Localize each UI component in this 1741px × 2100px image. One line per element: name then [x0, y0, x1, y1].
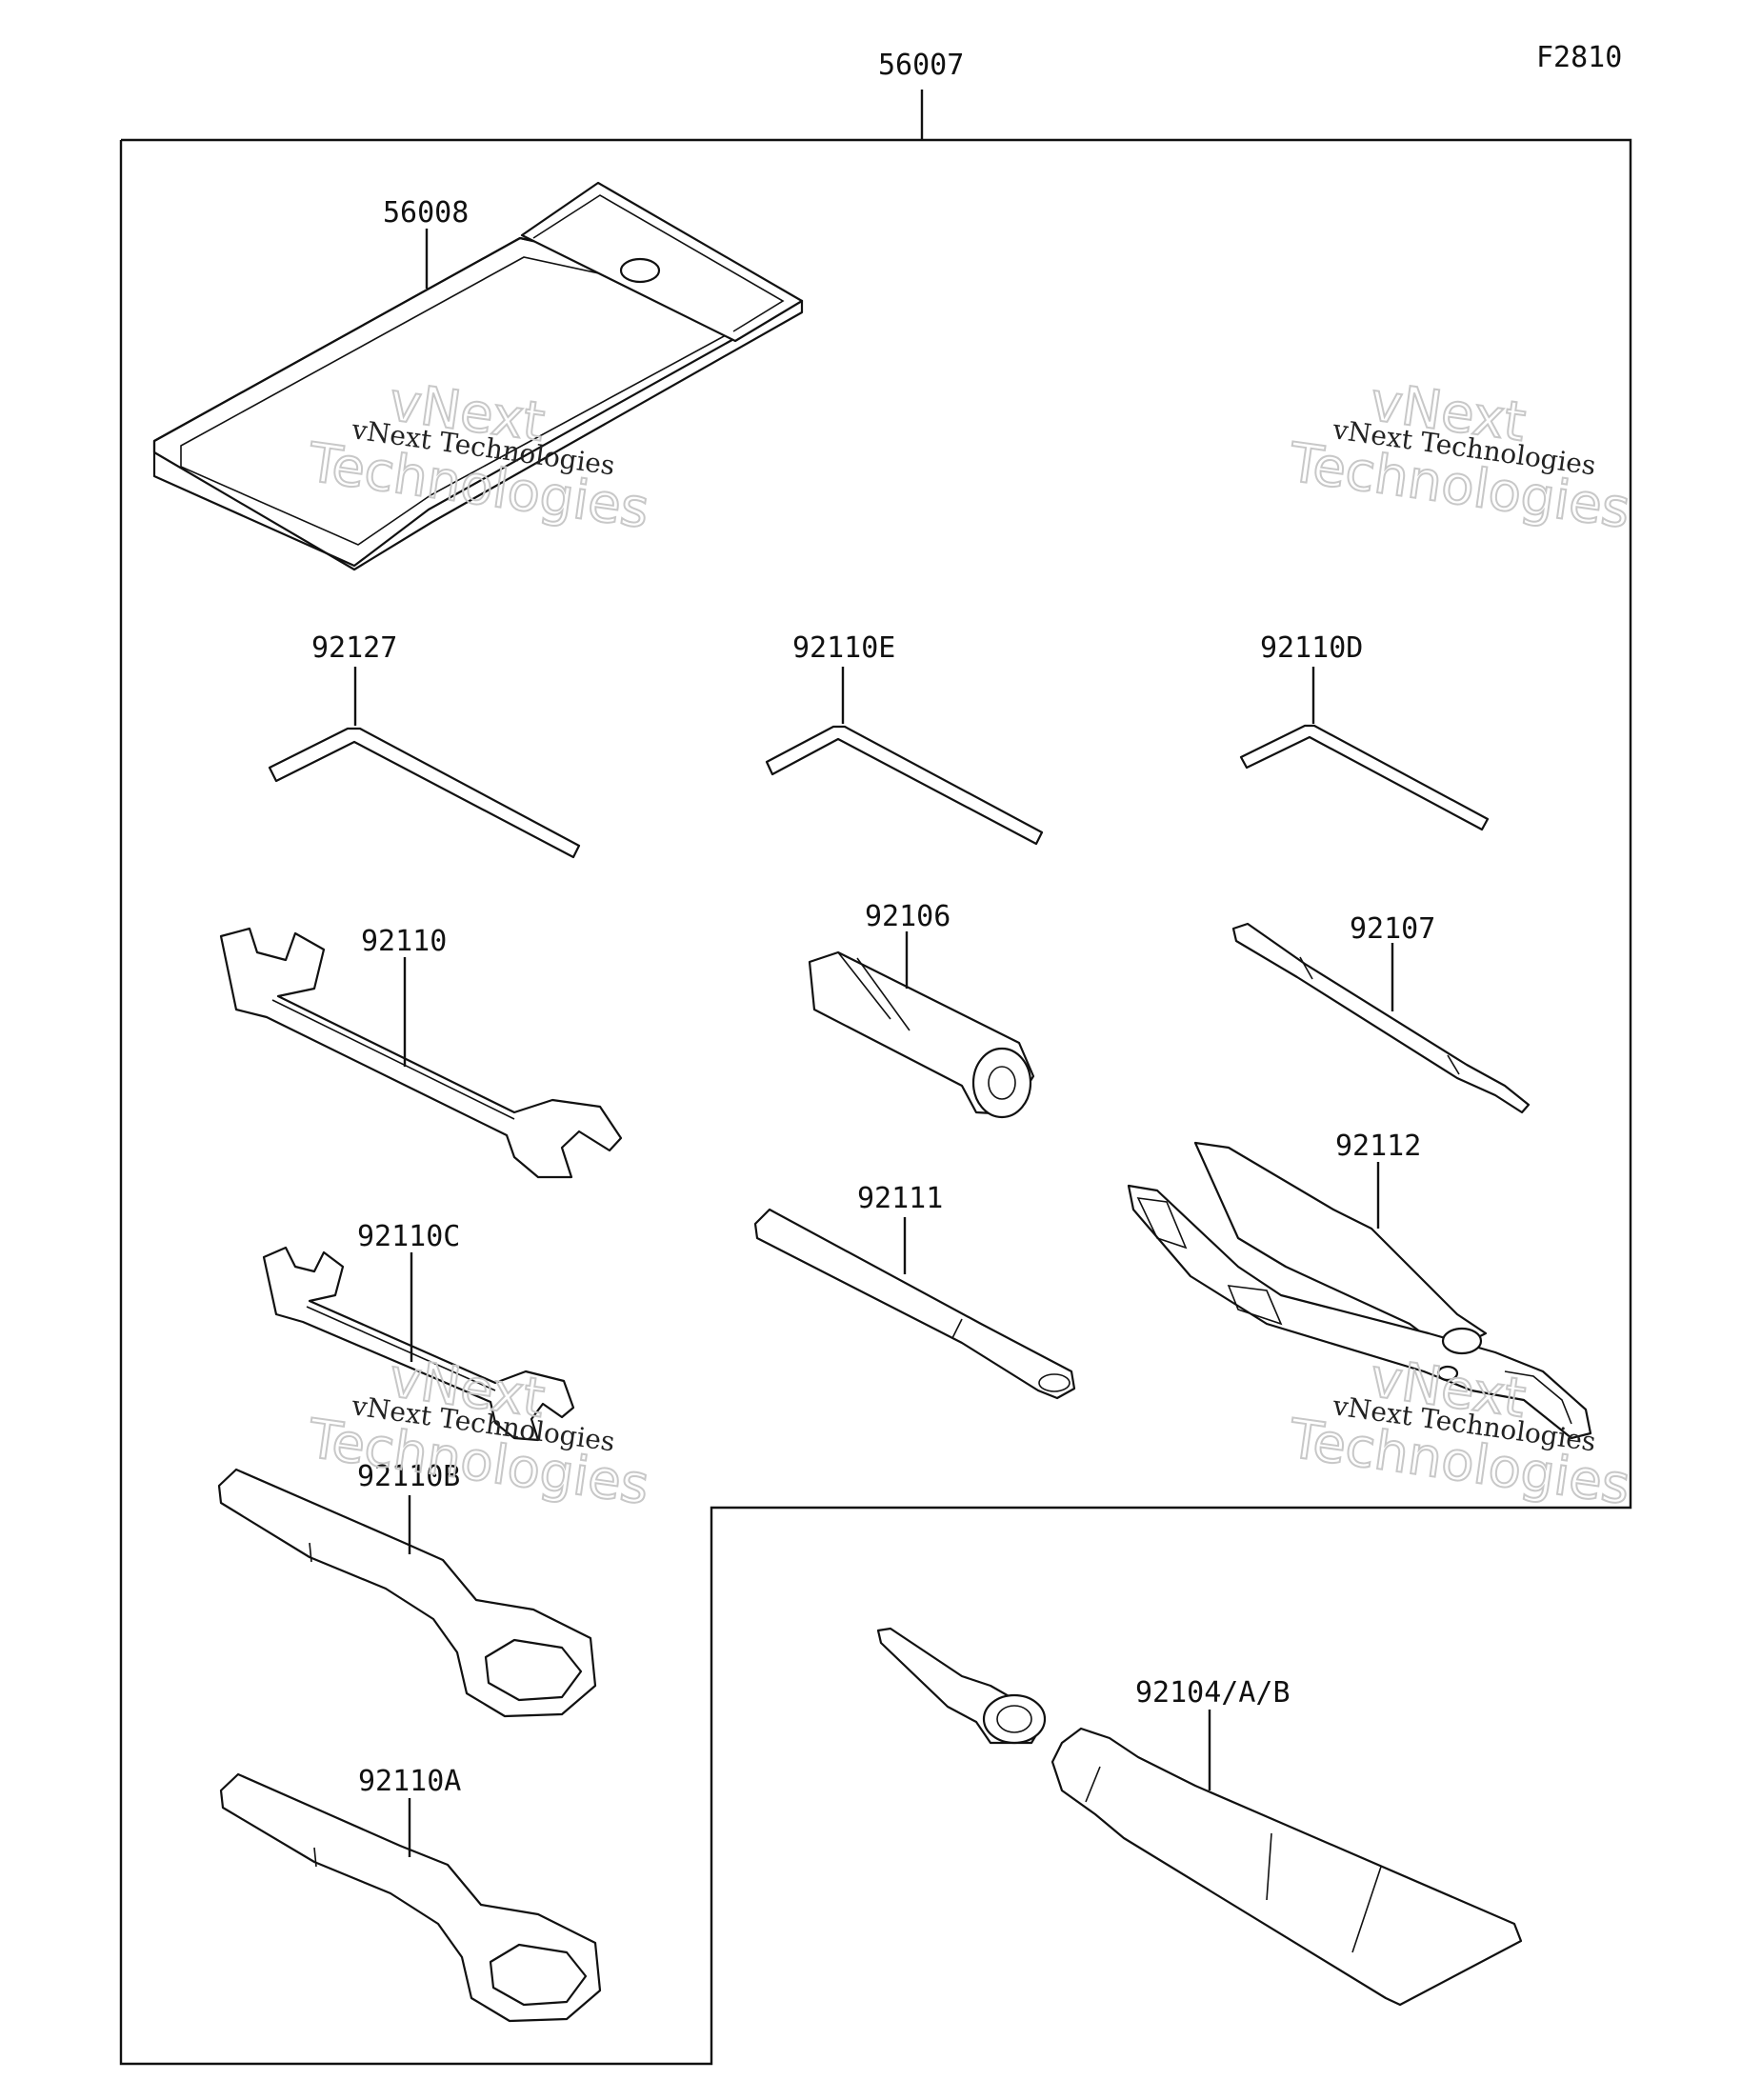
box-wrench-upper[interactable]: 92110B	[217, 1460, 597, 1718]
assembly-frame	[119, 90, 1632, 2066]
extension-bar[interactable]: 92111	[753, 1182, 1076, 1400]
box-wrench-lower-number: 92110A	[358, 1765, 461, 1798]
assembly-part-number[interactable]: 56007	[878, 49, 964, 82]
hex-key-medium-number: 92110E	[792, 631, 895, 665]
case-part-number: 56008	[383, 196, 469, 230]
box-wrench-lower[interactable]: 92110A	[219, 1765, 602, 2023]
pliers-number: 92112	[1335, 1130, 1421, 1163]
screwdriver-bit-number: 92107	[1350, 912, 1435, 946]
screwdriver-grip-number: 92106	[865, 900, 951, 933]
grease-tube[interactable]: 92104/A/B	[876, 1627, 1523, 2007]
watermark-4: vNext Technologies vNext Technologies	[1284, 1347, 1634, 1518]
hex-key-small-number: 92110D	[1260, 631, 1363, 665]
extension-bar-number: 92111	[857, 1182, 943, 1215]
wrench-large-number: 92110	[361, 925, 447, 958]
wrench-small-number: 92110C	[357, 1220, 460, 1253]
hex-key-medium[interactable]: 92110E	[765, 631, 1044, 846]
hex-key-small[interactable]: 92110D	[1239, 631, 1490, 831]
diagram-code: F2810	[1536, 41, 1622, 74]
screwdriver-grip[interactable]: 92106	[808, 900, 1035, 1119]
hex-key-large[interactable]: 92127	[268, 631, 581, 859]
wrench-large[interactable]: 92110	[219, 925, 623, 1179]
grease-tube-number: 92104/A/B	[1135, 1676, 1291, 1710]
hex-key-large-number: 92127	[311, 631, 397, 665]
watermark-2: vNext Technologies vNext Technologies	[1284, 370, 1634, 542]
wrench-small[interactable]: 92110C	[262, 1220, 575, 1442]
tool-case[interactable]: 56008	[152, 181, 804, 571]
box-wrench-upper-number: 92110B	[357, 1460, 460, 1493]
pliers[interactable]: 92112	[1127, 1130, 1592, 1440]
screwdriver-bit[interactable]: 92107	[1231, 912, 1531, 1114]
